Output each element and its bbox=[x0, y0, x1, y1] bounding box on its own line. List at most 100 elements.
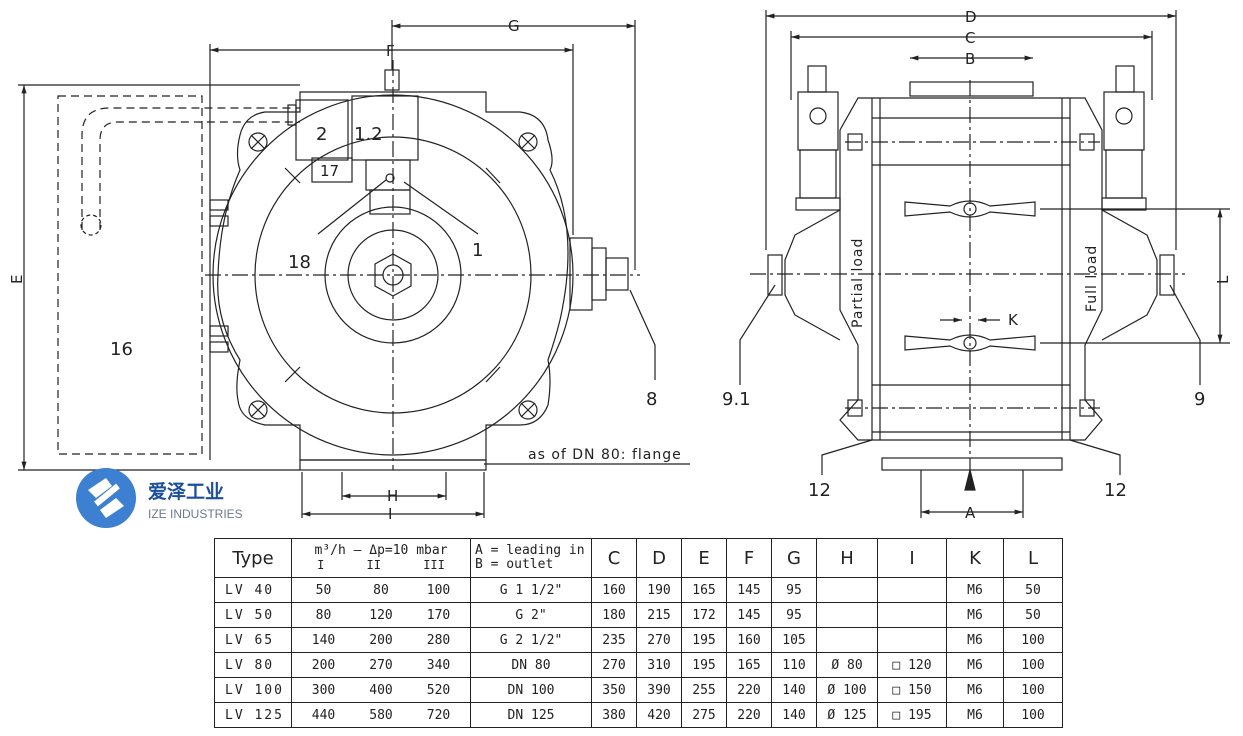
cell-l: 100 bbox=[1003, 652, 1063, 678]
technical-drawing: G F E H I D C B L K A 2 1.2 17 18 1 16 8… bbox=[8, 8, 1232, 528]
cell-e: 255 bbox=[681, 677, 727, 703]
cell-connection: G 2" bbox=[470, 602, 592, 628]
cell-c: 235 bbox=[591, 627, 637, 653]
col-connection: A = leading in B = outlet bbox=[470, 538, 592, 578]
cell-k: M6 bbox=[946, 702, 1004, 728]
cell-e: 195 bbox=[681, 627, 727, 653]
cell-flow-q1: 80 bbox=[315, 607, 332, 623]
cell-c: 350 bbox=[591, 677, 637, 703]
cell-k: M6 bbox=[946, 602, 1004, 628]
cell-flow-q3: 100 bbox=[426, 582, 451, 598]
col-d: D bbox=[636, 538, 682, 578]
dim-h: H bbox=[387, 487, 398, 505]
cell-f: 220 bbox=[726, 677, 772, 703]
col-k: K bbox=[946, 538, 1004, 578]
flange-note: as of DN 80: flange bbox=[528, 447, 682, 463]
part-2: 2 bbox=[316, 124, 327, 145]
cell-flow-q1: 300 bbox=[311, 682, 336, 698]
cell-connection: G 2 1/2" bbox=[470, 627, 592, 653]
part-17: 17 bbox=[320, 162, 339, 180]
cell-d: 420 bbox=[636, 702, 682, 728]
cell-type: LV 40 bbox=[214, 577, 292, 603]
cell-g: 110 bbox=[771, 652, 817, 678]
cell-flow-q2: 120 bbox=[369, 607, 393, 623]
cell-i: □ 120 bbox=[877, 652, 947, 678]
part-8: 8 bbox=[646, 389, 657, 410]
cell-type: LV 65 bbox=[214, 627, 292, 653]
cell-flow-q1: 200 bbox=[311, 657, 336, 673]
cell-f: 160 bbox=[726, 627, 772, 653]
table-header-row: Type m³/h – Δp=10 mbar I II III A = lead… bbox=[214, 538, 1063, 578]
conn-line1: A = leading in bbox=[475, 543, 585, 558]
cell-i: □ 150 bbox=[877, 677, 947, 703]
cell-d: 215 bbox=[636, 602, 682, 628]
cell-f: 220 bbox=[726, 702, 772, 728]
flow-sub-2: II bbox=[366, 558, 381, 572]
cell-flow-q1: 140 bbox=[311, 632, 336, 648]
cell-h: Ø 125 bbox=[816, 702, 878, 728]
conn-line2: B = outlet bbox=[475, 557, 554, 572]
cell-d: 310 bbox=[636, 652, 682, 678]
cell-flow-q3: 280 bbox=[426, 632, 451, 648]
cell-flow-q2: 200 bbox=[369, 632, 393, 648]
col-flow: m³/h – Δp=10 mbar I II III bbox=[291, 538, 471, 578]
cell-f: 145 bbox=[726, 577, 772, 603]
cell-h: Ø 100 bbox=[816, 677, 878, 703]
part-12-left: 12 bbox=[808, 480, 831, 501]
cell-f: 165 bbox=[726, 652, 772, 678]
cell-flow-q3: 340 bbox=[426, 657, 451, 673]
cell-h bbox=[816, 577, 878, 603]
logo-cn: 爱泽工业 bbox=[148, 481, 224, 503]
part-12-right: 12 bbox=[1104, 480, 1127, 501]
company-logo: 爱泽工业 IZE INDUSTRIES bbox=[76, 468, 243, 528]
cell-flow: 50 80 100 bbox=[291, 577, 471, 603]
part-18: 18 bbox=[288, 252, 311, 273]
logo-en: IZE INDUSTRIES bbox=[148, 507, 243, 521]
cell-c: 270 bbox=[591, 652, 637, 678]
cell-k: M6 bbox=[946, 577, 1004, 603]
full-load-label: Full load bbox=[1084, 245, 1100, 312]
dim-f: F bbox=[386, 42, 395, 60]
cell-k: M6 bbox=[946, 652, 1004, 678]
dim-a: A bbox=[965, 504, 976, 522]
cell-type: LV 125 bbox=[214, 702, 292, 728]
col-h: H bbox=[816, 538, 878, 578]
dim-l: L bbox=[1214, 275, 1232, 284]
flow-sub-1: I bbox=[317, 558, 325, 572]
col-i: I bbox=[877, 538, 947, 578]
cell-l: 100 bbox=[1003, 702, 1063, 728]
cell-i: □ 195 bbox=[877, 702, 947, 728]
flow-title: m³/h – Δp=10 mbar bbox=[314, 543, 448, 558]
cell-connection: DN 100 bbox=[470, 677, 592, 703]
dim-d: D bbox=[965, 8, 977, 26]
cell-flow-q2: 80 bbox=[373, 582, 389, 598]
cell-d: 390 bbox=[636, 677, 682, 703]
cell-flow: 80 120 170 bbox=[291, 602, 471, 628]
col-e: E bbox=[681, 538, 727, 578]
cell-connection: G 1 1/2" bbox=[470, 577, 592, 603]
cell-k: M6 bbox=[946, 677, 1004, 703]
cell-e: 195 bbox=[681, 652, 727, 678]
cell-g: 105 bbox=[771, 627, 817, 653]
cell-flow-q2: 270 bbox=[369, 657, 393, 673]
cell-i bbox=[877, 627, 947, 653]
cell-c: 160 bbox=[591, 577, 637, 603]
dim-i: I bbox=[388, 505, 392, 523]
cell-d: 270 bbox=[636, 627, 682, 653]
cell-flow-q3: 170 bbox=[426, 607, 451, 623]
cell-type: LV 80 bbox=[214, 652, 292, 678]
cell-g: 140 bbox=[771, 677, 817, 703]
cell-e: 275 bbox=[681, 702, 727, 728]
col-c: C bbox=[591, 538, 637, 578]
cell-connection: DN 80 bbox=[470, 652, 592, 678]
cell-i bbox=[877, 602, 947, 628]
cell-flow-q1: 50 bbox=[315, 582, 332, 598]
